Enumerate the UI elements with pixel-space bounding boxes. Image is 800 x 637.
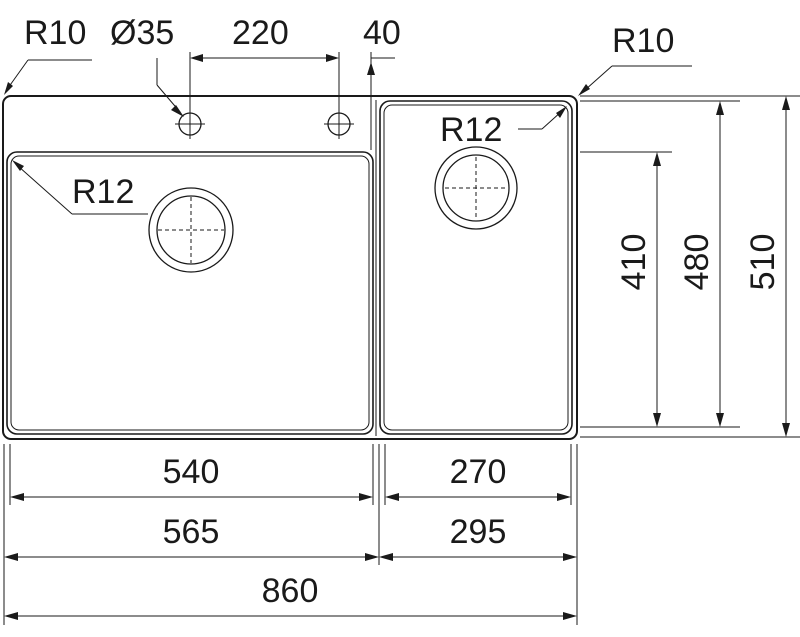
- r10-left-label: R10: [24, 14, 86, 52]
- r10-right-leader: [578, 65, 692, 96]
- edge-offset-dimension: [367, 52, 395, 150]
- left-section-width-dimension: [4, 553, 379, 561]
- overall-depth-label: 510: [744, 234, 782, 291]
- tap-spacing-label: 220: [232, 14, 289, 52]
- tap-hole-right-icon: [324, 109, 354, 139]
- r12-left-leader: [12, 160, 148, 215]
- left-bowl-width-dimension: [10, 493, 373, 501]
- inner-depth-label: 480: [678, 234, 716, 291]
- tap-spacing-dimension: [189, 52, 340, 110]
- overall-width-dimension: [4, 612, 577, 620]
- left-bowl-outer: [6, 151, 374, 435]
- right-bowl-outer: [379, 100, 573, 435]
- right-bowl-inner: [383, 104, 569, 431]
- tap-hole-left-icon: [175, 109, 205, 139]
- r10-left-leader: [4, 59, 92, 95]
- r12-right-leader: [518, 106, 567, 130]
- left-bowl-width-label: 540: [163, 453, 220, 491]
- right-section-width-label: 295: [450, 513, 507, 551]
- right-section-width-dimension: [379, 553, 577, 561]
- right-drain-icon: [434, 146, 518, 230]
- r12-left-label: R12: [72, 173, 134, 211]
- bowl-depth-label: 410: [615, 234, 653, 291]
- overall-depth-dimension: [782, 96, 790, 437]
- r10-right-label: R10: [612, 22, 674, 60]
- diameter-label: Ø35: [110, 14, 174, 52]
- left-drain-icon: [148, 187, 234, 273]
- bowl-depth-dimension: [653, 152, 661, 427]
- r12-right-label: R12: [440, 111, 502, 149]
- right-bowl-width-label: 270: [450, 453, 507, 491]
- left-bowl-inner: [10, 155, 370, 431]
- diameter-leader: [156, 58, 184, 117]
- left-section-width-label: 565: [163, 513, 220, 551]
- sink-outline: [2, 95, 578, 440]
- inner-depth-dimension: [716, 101, 724, 427]
- edge-offset-label: 40: [363, 14, 401, 52]
- overall-width-label: 860: [262, 572, 319, 610]
- right-bowl-width-dimension: [385, 493, 571, 501]
